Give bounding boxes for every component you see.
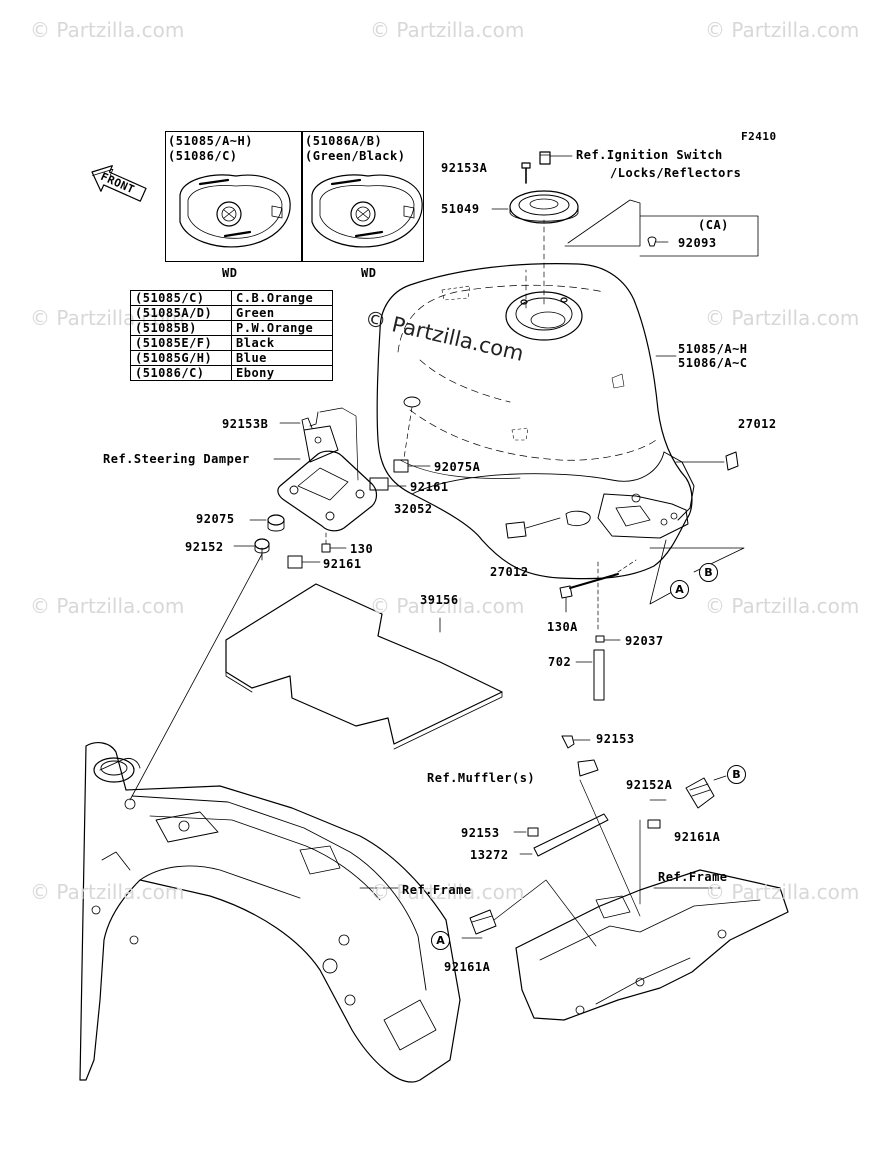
color-code: (51085A/D): [130, 305, 232, 321]
part-label-130: 130: [350, 542, 374, 556]
ref-steering-damper: Ref.Steering Damper: [103, 452, 250, 466]
part-label-92153a: 92153A: [441, 161, 488, 175]
part-label-51085: 51085/A~H: [678, 342, 748, 356]
watermark: © Partzilla.com: [30, 880, 185, 904]
inset-left-line1: (51085/A~H): [168, 134, 253, 148]
ref-mufflers: Ref.Muffler(s): [427, 771, 536, 785]
callout-a: A: [670, 580, 689, 599]
color-name: Blue: [231, 350, 333, 366]
ref-frame-right: Ref.Frame: [658, 870, 728, 884]
color-row: (51086/C)Ebony: [130, 365, 333, 381]
inset-right-caption: WD: [361, 266, 377, 280]
pad-39156: [225, 583, 503, 750]
inset-left-caption: WD: [222, 266, 238, 280]
inset-right-drawing: [311, 174, 423, 248]
color-name: Ebony: [231, 365, 333, 381]
fuel-cap-51049: [509, 190, 579, 224]
inset-right-box: [302, 131, 424, 262]
color-row: (51085E/F)Black: [130, 335, 333, 351]
part-label-51049: 51049: [441, 202, 480, 216]
callout-b: B: [699, 563, 718, 582]
inset-left-line2: (51086/C): [168, 149, 238, 163]
color-code: (51085B): [130, 320, 232, 336]
color-row: (51085G/H)Blue: [130, 350, 333, 366]
bolt-130a: [559, 573, 619, 613]
color-code: (51086/C): [130, 365, 232, 381]
bracket-13272: [533, 759, 609, 857]
part-label-92037: 92037: [625, 634, 664, 648]
color-name: C.B.Orange: [231, 290, 333, 306]
main-frame-left: [79, 742, 461, 1083]
part-label-92153-mid: 92153: [461, 826, 500, 840]
front-arrow-icon: [91, 165, 147, 202]
part-label-92161-upper: 92161: [410, 480, 449, 494]
bracket-32052: [277, 417, 378, 532]
part-label-92161a-right: 92161A: [674, 830, 721, 844]
part-label-27012-bottom: 27012: [490, 565, 529, 579]
color-name: Green: [231, 305, 333, 321]
ca-label: (CA): [698, 218, 729, 232]
part-label-92153-top: 92153: [596, 732, 635, 746]
color-row: (51085/C)C.B.Orange: [130, 290, 333, 306]
watermark: © Partzilla.com: [705, 880, 860, 904]
part-label-13272: 13272: [470, 848, 509, 862]
color-row: (51085A/D)Green: [130, 305, 333, 321]
part-label-32052: 32052: [394, 502, 433, 516]
watermark: © Partzilla.com: [705, 18, 860, 42]
watermark: © Partzilla.com: [30, 18, 185, 42]
part-label-92093: 92093: [678, 236, 717, 250]
ref-ignition-switch: Ref.Ignition Switch: [576, 148, 723, 162]
part-label-92152: 92152: [185, 540, 224, 554]
inset-right-line1: (51086A/B): [305, 134, 383, 148]
inset-left-box: [165, 131, 302, 262]
fuel-tank-51085: [376, 219, 695, 580]
color-row: (51085B)P.W.Orange: [130, 320, 333, 336]
part-label-39156: 39156: [420, 593, 459, 607]
callout-b: B: [727, 765, 746, 784]
part-label-92075: 92075: [196, 512, 235, 526]
callout-a: A: [431, 931, 450, 950]
color-code: (51085G/H): [130, 350, 232, 366]
part-label-92075a: 92075A: [434, 460, 481, 474]
watermark: © Partzilla.com: [30, 594, 185, 618]
part-label-92153b: 92153B: [222, 417, 269, 431]
ref-frame-left: Ref.Frame: [402, 883, 472, 897]
part-label-51086: 51086/A~C: [678, 356, 748, 370]
part-label-92161a-left: 92161A: [444, 960, 491, 974]
color-code: (51085E/F): [130, 335, 232, 351]
part-label-92161-lower: 92161: [323, 557, 362, 571]
screw-92153a: [521, 162, 531, 184]
watermark: © Partzilla.com: [370, 880, 525, 904]
watermark: © Partzilla.com: [705, 306, 860, 330]
color-code: (51085/C): [130, 290, 232, 306]
watermark: © Partzilla.com: [370, 594, 525, 618]
figure-code: F2410: [741, 130, 777, 143]
ref-locks-reflectors: /Locks/Reflectors: [610, 166, 742, 180]
color-table: (51085/C)C.B.Orange (51085A/D)Green (510…: [130, 290, 333, 381]
ignition-cylinder: [539, 151, 551, 165]
part-label-27012-top: 27012: [738, 417, 777, 431]
color-name: P.W.Orange: [231, 320, 333, 336]
part-label-92152a: 92152A: [626, 778, 673, 792]
inset-left-drawing: [179, 174, 291, 248]
color-name: Black: [231, 335, 333, 351]
part-label-130a: 130A: [547, 620, 578, 634]
inset-right-line2: (Green/Black): [305, 149, 406, 163]
watermark: © Partzilla.com: [370, 18, 525, 42]
damper-92161a-left: [469, 909, 497, 935]
part-label-702: 702: [548, 655, 572, 669]
damper-92161a-right: [685, 777, 715, 809]
watermark: © Partzilla.com: [705, 594, 860, 618]
rear-frame-right: [515, 869, 789, 1021]
